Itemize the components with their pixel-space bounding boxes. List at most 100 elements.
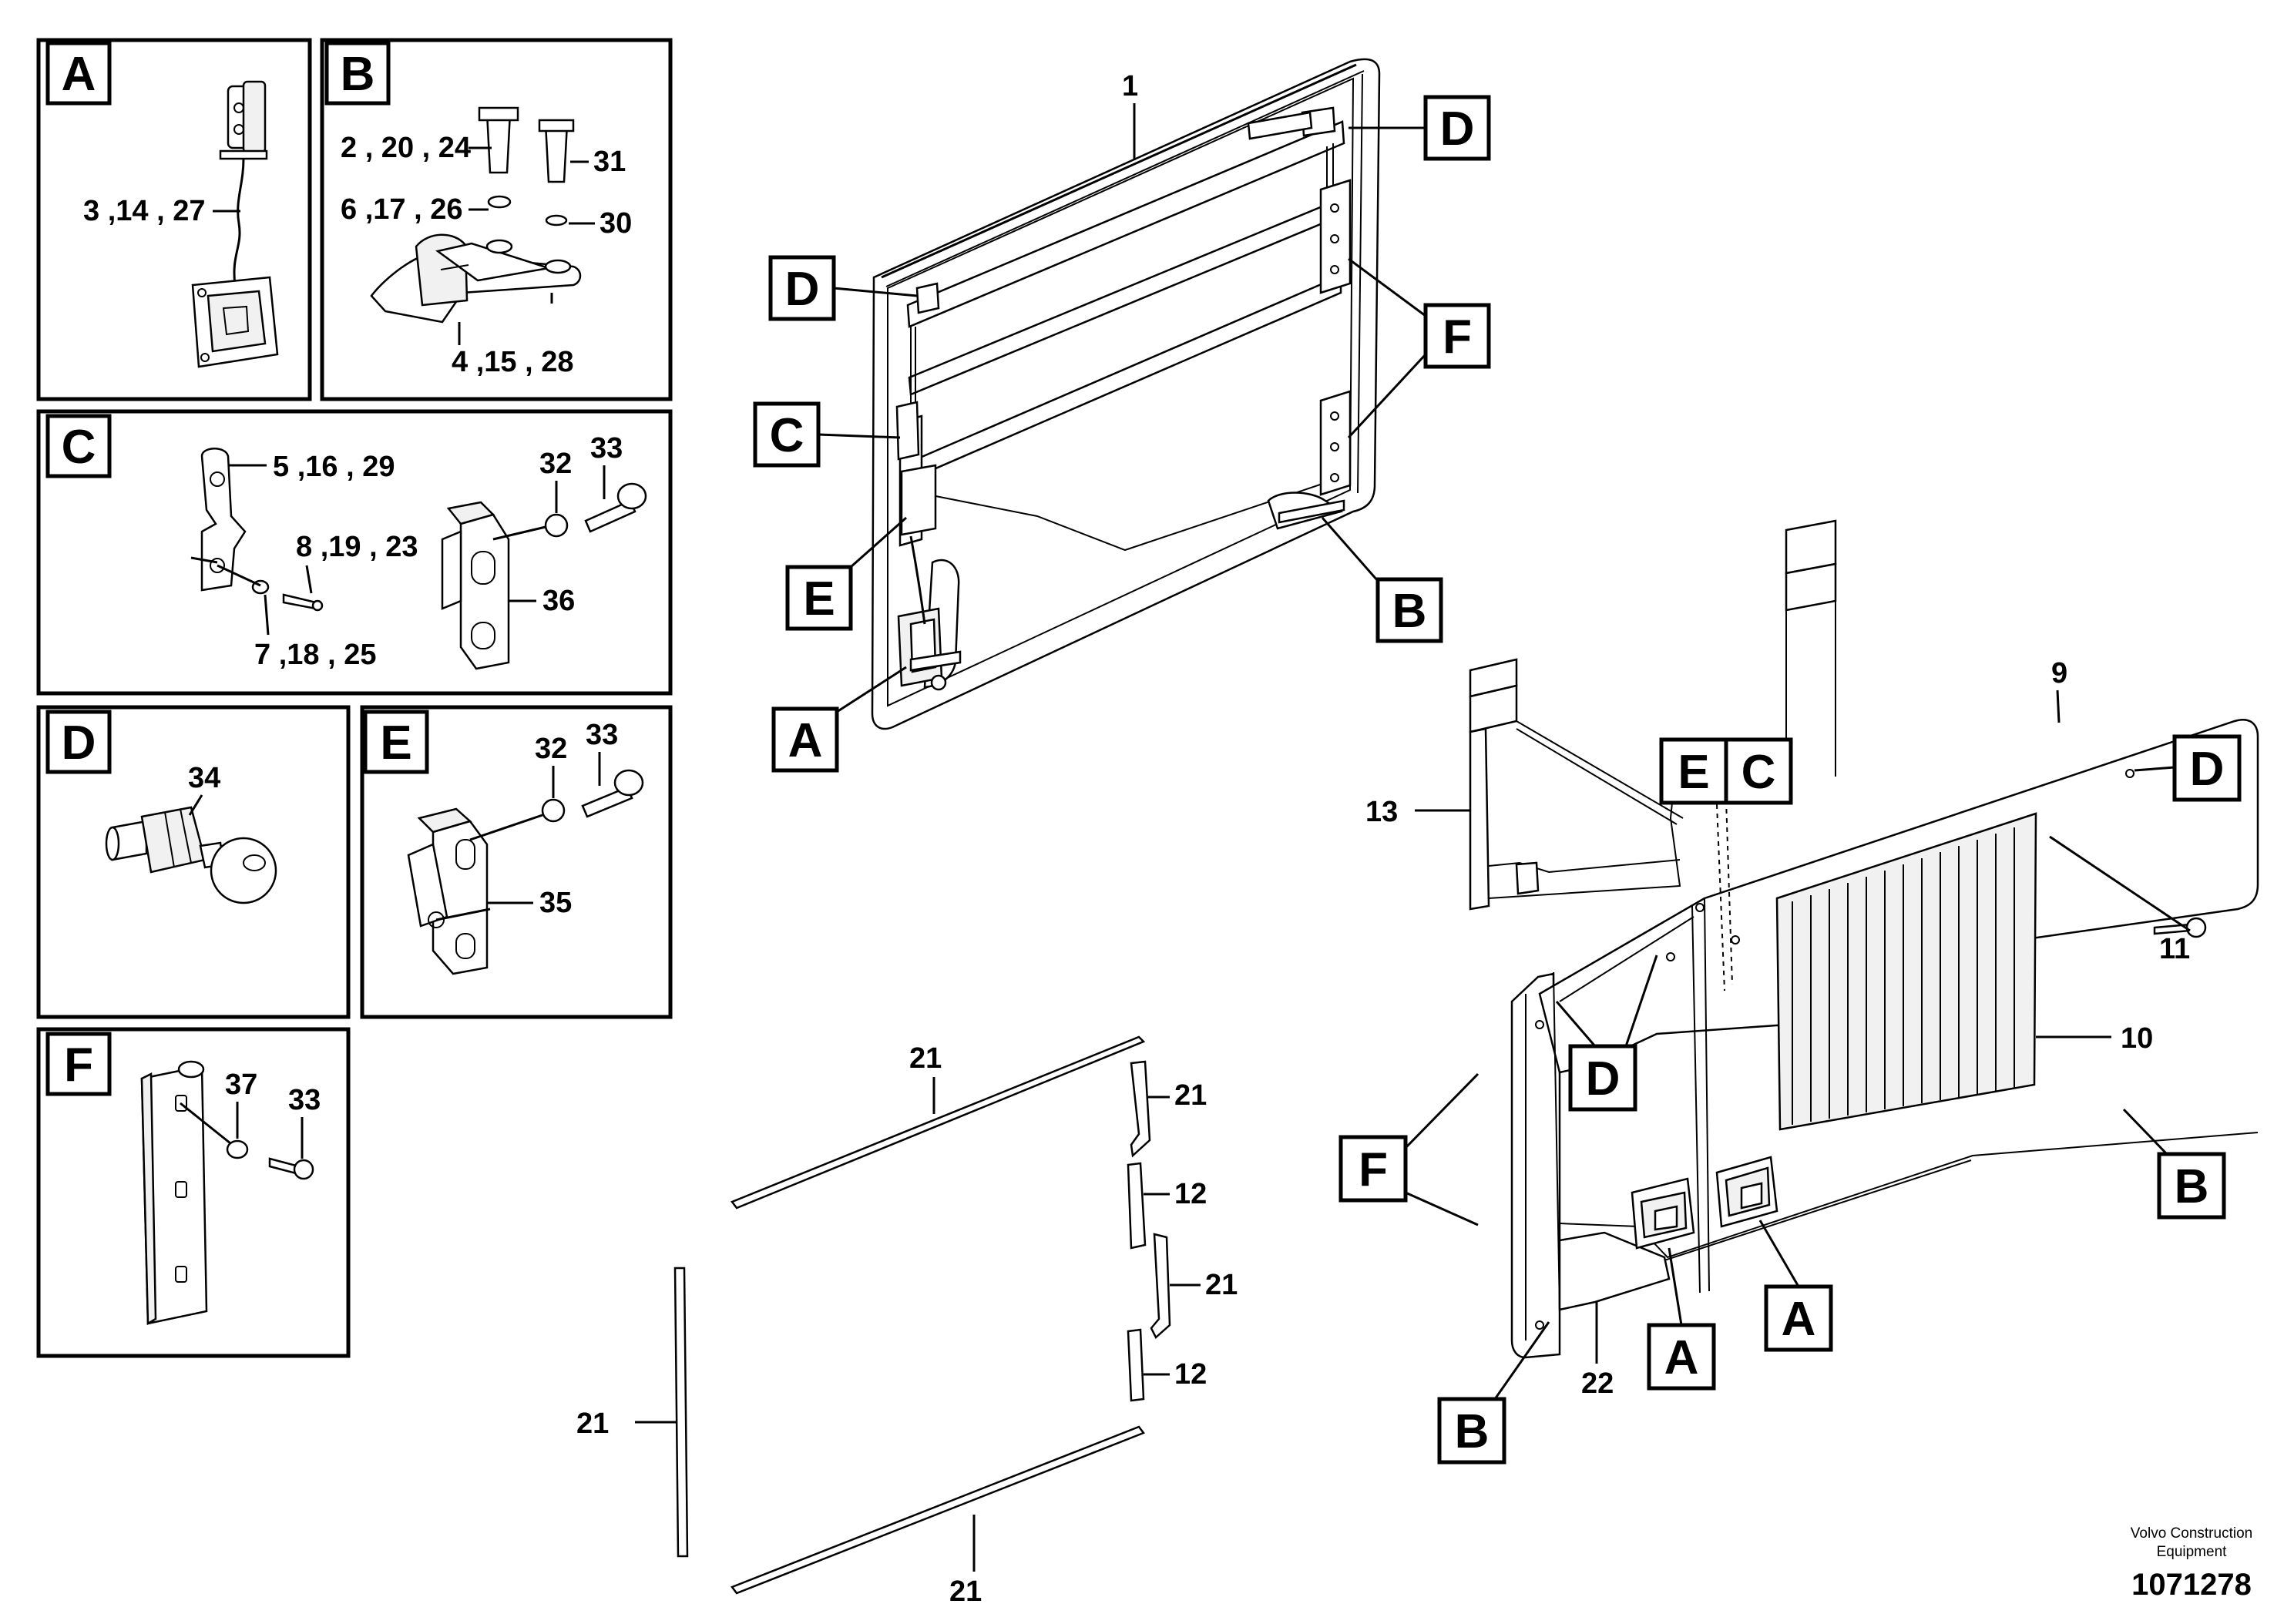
striker-bolt-illustration bbox=[105, 806, 277, 904]
panel-e-callout-3: 35 bbox=[539, 887, 572, 919]
panel-e-frame bbox=[360, 705, 673, 1019]
door-ref-letter-7: A bbox=[788, 714, 823, 767]
panel-a-callout-1: 3 ,14 , 27 bbox=[83, 195, 205, 227]
panel-d-frame bbox=[36, 705, 351, 1019]
door-ref-letter-6: B bbox=[1392, 585, 1427, 638]
panel-callout-9: 9 bbox=[2051, 657, 2067, 690]
hinge-plate-illustration bbox=[140, 1060, 314, 1326]
panel-c-frame bbox=[36, 409, 673, 696]
seal-piece-21b bbox=[1150, 1233, 1171, 1340]
company-name-line-1: Volvo Construction bbox=[2131, 1525, 2252, 1542]
door-callout-1: 1 bbox=[1122, 70, 1138, 102]
seal-callout-4: 21 bbox=[1205, 1269, 1238, 1301]
panel-ref-box-a1 bbox=[1647, 1323, 1716, 1391]
panel-callout-22: 22 bbox=[1581, 1367, 1614, 1400]
panel-c-callout-6: 36 bbox=[542, 585, 575, 617]
panel-c-letter-box bbox=[45, 414, 112, 478]
seal-callout-3: 12 bbox=[1174, 1178, 1207, 1210]
panel-b-callout-5: 4 ,15 , 28 bbox=[452, 346, 573, 378]
seal-callout-1: 21 bbox=[909, 1042, 942, 1075]
seal-callout-7: 21 bbox=[949, 1575, 982, 1608]
panel-ref-letter-e: E bbox=[1678, 746, 1709, 799]
seal-strip-bottom bbox=[731, 1425, 1145, 1595]
door-ref-letter-4: C bbox=[770, 409, 804, 462]
panel-ref-box-e bbox=[1659, 737, 1728, 805]
detail-panel-e: E 32 33 35 bbox=[360, 705, 673, 1019]
panel-ref-letter-c: C bbox=[1741, 746, 1776, 799]
panel-d-letter: D bbox=[62, 716, 96, 770]
seal-callout-5: 12 bbox=[1174, 1358, 1207, 1391]
panel-callout-11: 11 bbox=[2159, 933, 2190, 965]
seal-strip-top bbox=[731, 1035, 1146, 1210]
door-assembly bbox=[871, 58, 1381, 730]
panel-callout-10: 10 bbox=[2121, 1022, 2153, 1055]
panel-f-callout-1: 37 bbox=[225, 1069, 257, 1101]
door-ref-boxes: D D F C E B A bbox=[753, 95, 1491, 773]
detail-panel-b: B 2 , 20 , 24 6 ,17 , 26 31 30 4 ,15 , 2… bbox=[320, 38, 673, 401]
panel-c-callout-5: 33 bbox=[590, 432, 623, 465]
company-name-line-2: Equipment bbox=[2157, 1544, 2228, 1560]
panel-c-callout-2: 8 ,19 , 23 bbox=[296, 531, 418, 563]
panel-ref-letter-a1: A bbox=[1664, 1331, 1699, 1384]
panel-a-letter: A bbox=[62, 48, 96, 101]
panel-ref-box-c bbox=[1724, 737, 1793, 805]
seal-piece-21a bbox=[1130, 1060, 1151, 1158]
panel-f-frame bbox=[36, 1027, 351, 1358]
drawing-number: 1071278 bbox=[2131, 1568, 2252, 1602]
panel-b-frame bbox=[320, 38, 673, 401]
seal-piece-12a bbox=[1127, 1162, 1147, 1250]
panel-f-letter-box bbox=[45, 1032, 112, 1096]
panel-ref-letter-a2: A bbox=[1782, 1293, 1816, 1346]
panel-e-callout-1: 32 bbox=[535, 733, 567, 765]
hinge-bracket-illustration bbox=[190, 448, 324, 612]
panel-ref-box-d2 bbox=[1568, 1044, 1637, 1112]
panel-ref-box-f bbox=[1338, 1135, 1408, 1203]
panel-c-callout-3: 7 ,18 , 25 bbox=[254, 639, 376, 671]
panel-ref-letter-b2: B bbox=[1455, 1405, 1490, 1458]
door-ref-box-2 bbox=[768, 255, 836, 321]
panel-ref-box-a2 bbox=[1764, 1284, 1833, 1352]
door-ref-box-7 bbox=[771, 706, 839, 773]
panel-a-letter-box bbox=[45, 41, 112, 106]
panel-f-callout-2: 33 bbox=[288, 1084, 321, 1116]
panel-b-callout-4: 30 bbox=[600, 207, 632, 240]
detail-panel-c: C 5 ,16 , 29 8 ,19 , 23 7 ,18 , 25 bbox=[36, 409, 673, 696]
side-panel-assembly bbox=[1469, 519, 2259, 1359]
panel-f-letter: F bbox=[64, 1038, 93, 1092]
door-ref-letter-3: F bbox=[1443, 310, 1472, 364]
seal-piece-12b bbox=[1127, 1328, 1145, 1402]
panel-c-callout-4: 32 bbox=[539, 448, 572, 480]
detail-panel-d: D 34 bbox=[36, 705, 351, 1019]
panel-ref-boxes: E C D D F B A A B bbox=[1338, 734, 2242, 1465]
door-outer-frame bbox=[871, 58, 1381, 730]
door-ref-box-5 bbox=[785, 565, 853, 631]
panel-ref-letter-f: F bbox=[1359, 1143, 1388, 1196]
panel-e-letter: E bbox=[380, 716, 411, 770]
panel-b-letter: B bbox=[341, 48, 375, 101]
panel-b-callout-1: 2 , 20 , 24 bbox=[341, 132, 471, 164]
panel-ref-letter-b1: B bbox=[2175, 1160, 2209, 1213]
panel-a-frame bbox=[36, 38, 312, 401]
panel-c-letter: C bbox=[62, 421, 96, 474]
panel-b-callout-3: 31 bbox=[593, 146, 626, 178]
panel-b-letter-box bbox=[324, 41, 391, 106]
door-ref-box-6 bbox=[1375, 577, 1443, 643]
footer: Volvo Construction Equipment 1071278 bbox=[2131, 1525, 2252, 1602]
panel-ref-box-b1 bbox=[2157, 1152, 2226, 1220]
panel-ref-letter-d2: D bbox=[1586, 1052, 1621, 1106]
panel-c-callout-1: 5 ,16 , 29 bbox=[273, 451, 395, 483]
panel-b-callout-2: 6 ,17 , 26 bbox=[341, 193, 462, 226]
panel-e-callout-2: 33 bbox=[586, 719, 618, 751]
striker-plate-illustration bbox=[441, 482, 647, 670]
vent-grille bbox=[1775, 812, 2037, 1131]
panel-d-callout-1: 34 bbox=[188, 762, 220, 794]
detail-panel-a: A 3 ,14 , 27 bbox=[36, 38, 312, 401]
panel-ref-box-b2 bbox=[1437, 1397, 1506, 1465]
door-ref-box-1 bbox=[1423, 95, 1491, 161]
door-ref-letter-5: E bbox=[803, 572, 835, 626]
door-ref-letter-1: D bbox=[1440, 102, 1475, 156]
detail-panel-f: F 37 33 bbox=[36, 1027, 351, 1358]
panel-callout-13: 13 bbox=[1365, 796, 1398, 828]
